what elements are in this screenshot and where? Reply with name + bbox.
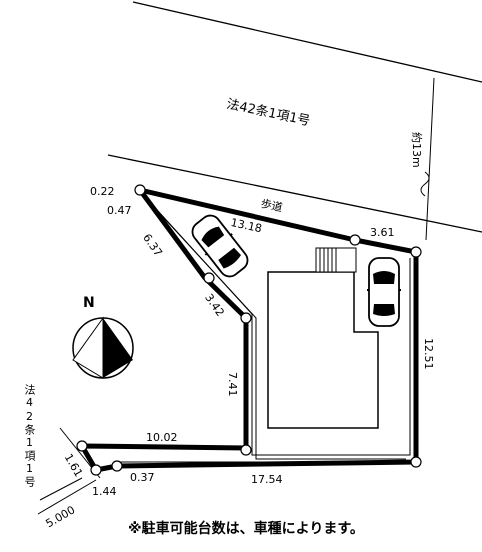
side-road-dimension-line <box>37 479 97 515</box>
parking-note: ※駐車可能台数は、車種によります。 <box>128 521 364 537</box>
road-width-dimension-line <box>425 77 435 241</box>
compass-north-label: N <box>83 295 95 311</box>
lot-inner-line-2 <box>151 204 406 460</box>
dimension-bottom: 17.54 <box>251 473 283 486</box>
dimension-bottom-left: 10.02 <box>146 431 178 444</box>
dimension-corner-a: 0.22 <box>90 185 115 198</box>
dimension-top-right: 3.61 <box>370 226 395 239</box>
house-footprint <box>267 271 379 429</box>
side-road-line-2 <box>39 477 83 501</box>
dimension-corner-e: 0.37 <box>130 471 155 484</box>
dimension-corner-d: 1.44 <box>92 485 117 498</box>
car-icon <box>367 257 401 327</box>
north-compass-icon <box>72 316 134 379</box>
road-width-label: 約13m <box>410 132 423 168</box>
dimension-left-lower: 7.41 <box>226 372 239 397</box>
road-width-break-mark <box>420 171 430 197</box>
road-far-edge <box>132 1 482 83</box>
dimension-right: 12.51 <box>422 338 435 370</box>
road-near-edge <box>107 154 482 233</box>
car-icon <box>191 214 249 278</box>
boundary-markers <box>76 184 422 476</box>
side-road-label: 法42条1項1号 <box>23 384 36 488</box>
entrance-steps <box>315 247 357 273</box>
dimension-corner-b: 0.47 <box>107 204 132 217</box>
